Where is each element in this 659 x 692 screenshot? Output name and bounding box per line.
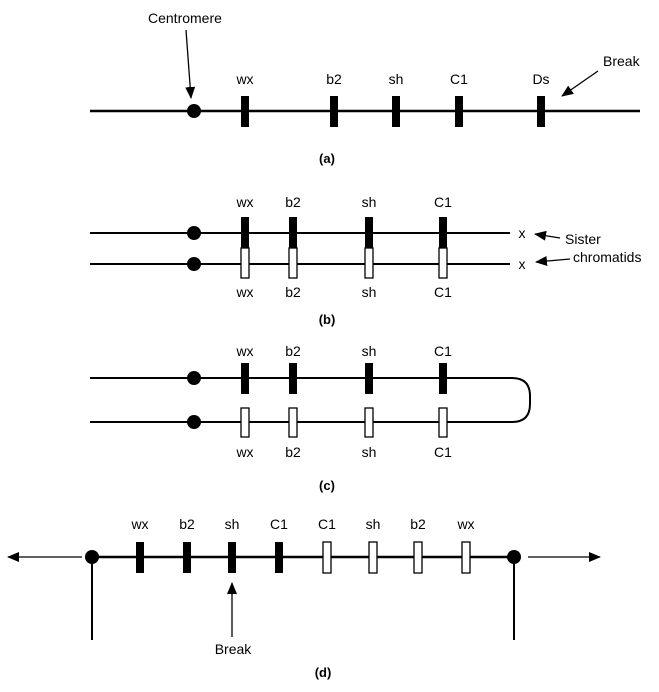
gene-band-light bbox=[364, 407, 374, 438]
gene-band-ds bbox=[537, 96, 545, 127]
break-arrow-a bbox=[561, 70, 599, 97]
gene-label: wx bbox=[235, 444, 253, 460]
centromere-b-top bbox=[187, 226, 201, 240]
centromere-a bbox=[187, 104, 201, 118]
end-mark: x bbox=[519, 225, 526, 241]
break-label-d: Break bbox=[215, 641, 253, 657]
gene-band-light bbox=[413, 541, 423, 574]
centromere-d-left bbox=[85, 550, 99, 564]
gene-band-light bbox=[438, 407, 448, 438]
gene-label: C1 bbox=[434, 194, 452, 210]
gene-label: sh bbox=[366, 516, 381, 532]
gene-band-dark bbox=[241, 217, 249, 248]
gene-band-sh bbox=[392, 96, 400, 127]
gene-label: C1 bbox=[434, 343, 452, 359]
gene-band-light bbox=[368, 541, 378, 574]
centromere-c-bottom bbox=[187, 415, 201, 429]
gene-label: b2 bbox=[285, 194, 301, 210]
gene-label: Ds bbox=[532, 71, 549, 87]
gene-label: b2 bbox=[285, 343, 301, 359]
sister-arrow-top bbox=[534, 230, 561, 241]
gene-label: C1 bbox=[270, 516, 288, 532]
gene-label: C1 bbox=[450, 71, 468, 87]
gene-band-dark bbox=[439, 217, 447, 248]
panel-c: wx b2 sh C1 wx b2 sh C1 (c) bbox=[90, 343, 531, 493]
sister-label-line2: chromatids bbox=[573, 249, 641, 265]
gene-band-light bbox=[288, 247, 298, 279]
gene-label: b2 bbox=[410, 516, 426, 532]
gene-band-dark bbox=[228, 542, 236, 573]
gene-band-dark bbox=[365, 217, 373, 248]
gene-label: C1 bbox=[434, 284, 452, 300]
gene-band-light bbox=[364, 247, 374, 279]
gene-label: b2 bbox=[326, 71, 342, 87]
gene-band-c1 bbox=[455, 96, 463, 127]
gene-band-light bbox=[288, 407, 298, 438]
gene-band-wx bbox=[241, 96, 249, 127]
gene-band-dark bbox=[289, 217, 297, 248]
gene-band-light bbox=[461, 541, 471, 574]
caption-b: (b) bbox=[319, 312, 336, 327]
centromere-arrow bbox=[185, 29, 196, 99]
gene-label: wx bbox=[235, 194, 253, 210]
panel-d: wx b2 sh C1 C1 sh b2 wx Break (d) bbox=[7, 516, 601, 680]
gene-band-dark bbox=[136, 542, 144, 573]
caption-a: (a) bbox=[319, 151, 335, 166]
gene-label: sh bbox=[362, 284, 377, 300]
panel-b: wx b2 sh C1 wx b2 sh C1 x x Sister chrom… bbox=[90, 194, 641, 327]
centromere-d-right bbox=[507, 550, 521, 564]
gene-label: sh bbox=[225, 516, 240, 532]
gene-label: C1 bbox=[318, 516, 336, 532]
gene-label: b2 bbox=[179, 516, 195, 532]
gene-band-b2 bbox=[330, 96, 338, 127]
gene-label: wx bbox=[235, 71, 253, 87]
gene-label: sh bbox=[362, 343, 377, 359]
gene-band-dark bbox=[241, 363, 249, 394]
sister-label-line1: Sister bbox=[565, 231, 601, 247]
gene-band-light bbox=[240, 407, 250, 438]
caption-c: (c) bbox=[319, 478, 335, 493]
gene-label: wx bbox=[130, 516, 148, 532]
gene-band-dark bbox=[439, 363, 447, 394]
gene-label: sh bbox=[362, 444, 377, 460]
gene-label: b2 bbox=[285, 284, 301, 300]
gene-band-dark bbox=[365, 363, 373, 394]
gene-band-dark bbox=[275, 542, 283, 573]
centromere-c-top bbox=[187, 371, 201, 385]
gene-label: wx bbox=[235, 343, 253, 359]
centromere-b-bottom bbox=[187, 257, 201, 271]
caption-d: (d) bbox=[315, 665, 332, 680]
gene-label: wx bbox=[235, 284, 253, 300]
end-mark: x bbox=[519, 256, 526, 272]
gene-label: sh bbox=[362, 194, 377, 210]
gene-band-light bbox=[438, 247, 448, 279]
gene-band-dark bbox=[289, 363, 297, 394]
break-label-a: Break bbox=[603, 53, 641, 69]
gene-band-light bbox=[322, 541, 332, 574]
gene-label: C1 bbox=[434, 444, 452, 460]
gene-band-light bbox=[240, 247, 250, 279]
gene-label: wx bbox=[456, 516, 474, 532]
centromere-label: Centromere bbox=[148, 10, 222, 26]
sister-arrow-bottom bbox=[535, 256, 571, 267]
gene-label: b2 bbox=[285, 444, 301, 460]
fused-chromatids bbox=[90, 377, 531, 423]
gene-label: sh bbox=[389, 71, 404, 87]
gene-band-dark bbox=[183, 542, 191, 573]
panel-a: Centromere Break wx b2 sh C1 Ds (a) bbox=[90, 10, 641, 166]
